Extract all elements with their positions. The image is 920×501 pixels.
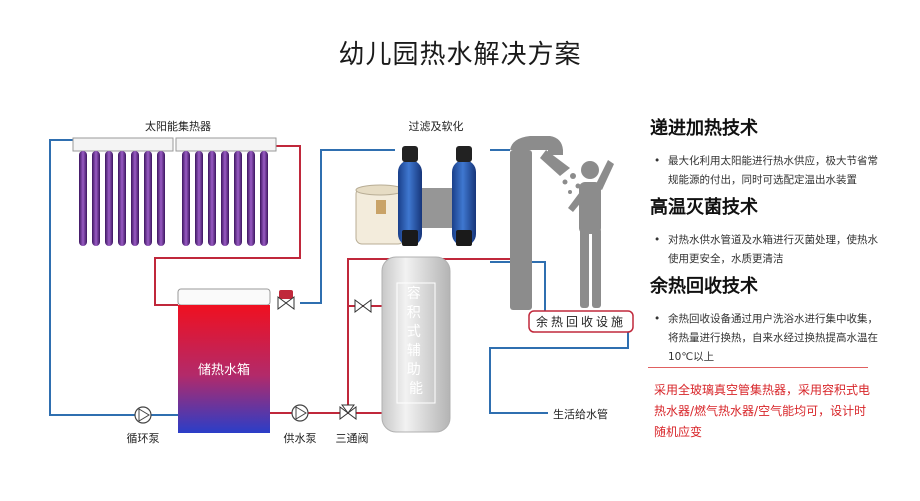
aux-energy-tank [381,256,451,433]
feature-progressive-heating: 递进加热技术 最大化利用太阳能进行热水供应，极大节省常规能源的付出，同时可选配定… [650,114,880,190]
feature-title: 递进加热技术 [650,118,758,139]
solar-collector-label: 太阳能集热器 [145,119,211,133]
feature-desc: 最大化利用太阳能进行热水供应，极大节省常规能源的付出，同时可选配定温出水装置 [650,152,880,190]
waste-heat-box [528,310,634,333]
feature-title: 余热回收技术 [650,276,758,297]
supply-pump-icon [291,404,309,422]
feature-heat-recovery: 余热回收技术 余热回收设备通过用户洗浴水进行集中收集，将热量进行换热，自来水经过… [650,272,880,367]
shower-person-icon [510,136,614,310]
page-title: 幼儿园热水解决方案 [338,40,582,70]
circulation-pump-label: 循环泵 [127,432,160,445]
three-way-valve-icon [339,404,357,420]
check-valve-icon [277,296,295,310]
aux-energy-label: 容 积 式 辅 助 能 [407,285,425,397]
feature-sterilization: 高温灭菌技术 对热水供水管道及水箱进行灭菌处理，使热水使用更安全，水质更清洁 [650,193,880,269]
divider [648,367,868,368]
supply-pump-label: 供水泵 [284,431,317,445]
filter-label: 过滤及软化 [409,119,464,133]
storage-tank [177,288,293,433]
three-way-valve-label: 三通阀 [336,431,369,445]
note-text: 采用全玻璃真空管集热器，采用容积式电热水器/燃气热水器/空气能均可，设计时随机应… [654,383,871,439]
feature-desc: 余热回收设备通过用户洗浴水进行集中收集，将热量进行换热，自来水经过换热提高水温在… [650,310,880,367]
storage-tank-label: 储热水箱 [198,362,250,378]
waste-heat-label: 余热回收设施 [536,314,626,329]
feature-desc: 对热水供水管道及水箱进行灭菌处理，使热水使用更安全，水质更清洁 [650,231,880,269]
cold-pipes [49,139,629,416]
feature-title: 高温灭菌技术 [650,197,758,218]
valve-icon [354,299,372,313]
domestic-water-pipe-label: 生活给水管 [553,407,608,421]
circulation-pump-icon [134,406,152,424]
water-softener-icon [355,146,476,246]
solar-collector [72,137,277,246]
